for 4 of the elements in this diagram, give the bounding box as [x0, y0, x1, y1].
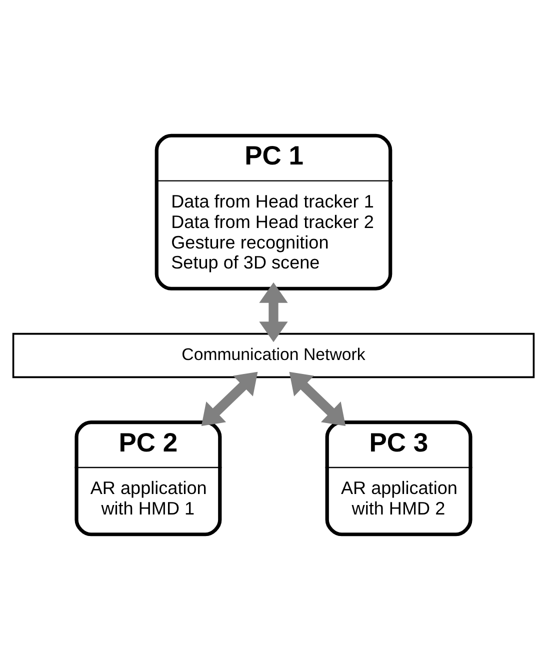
- arrow: [201, 371, 258, 426]
- node-box: Communication Network: [12, 332, 535, 378]
- arrow: [289, 371, 346, 426]
- arrow: [259, 282, 288, 342]
